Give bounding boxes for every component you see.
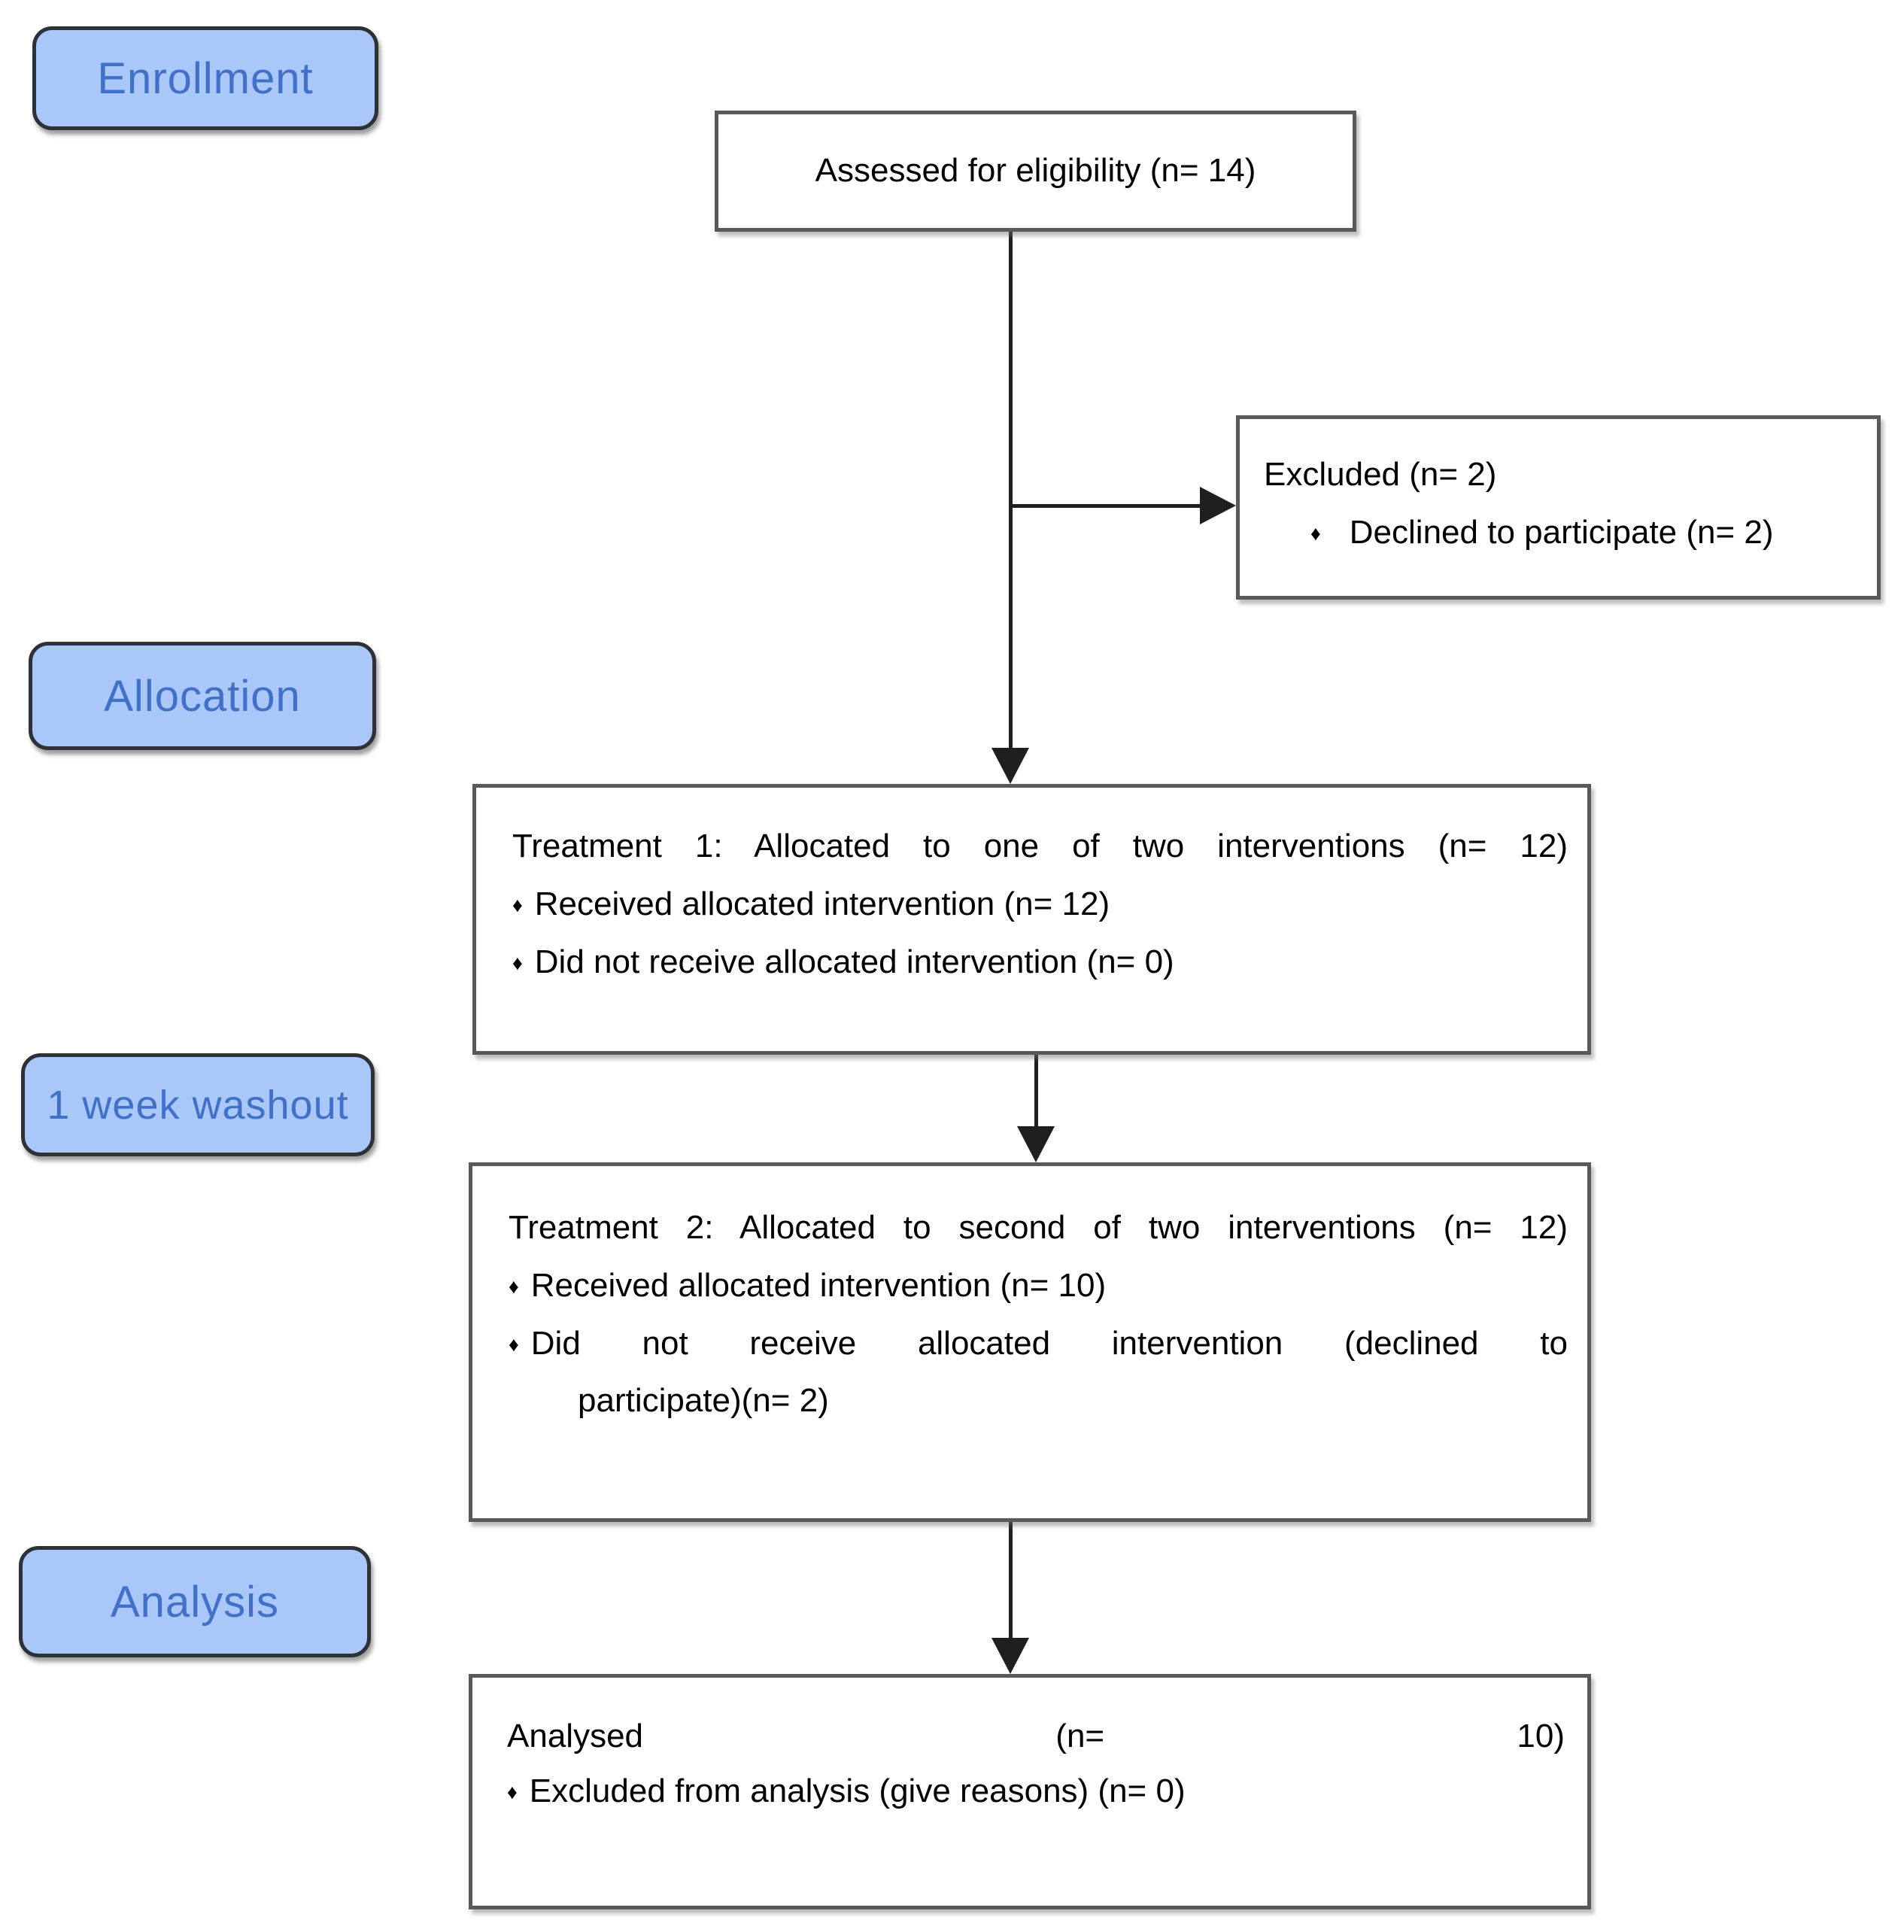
diamond-bullet-icon: ♦ — [1310, 521, 1321, 545]
arrowhead-down-treatment1 — [991, 748, 1029, 784]
treatment2-bullet-text: Received allocated intervention (n= 10) — [530, 1266, 1107, 1304]
analysed-word: 10) — [1517, 1718, 1565, 1754]
treatment2-bullet-not-received: ♦ Did not receive allocated intervention… — [509, 1324, 1568, 1364]
analysed-box: Analysed (n= 10) ♦ Excluded from analysi… — [469, 1674, 1591, 1909]
treatment1-bullet-text: Did not receive allocated intervention (… — [534, 943, 1174, 980]
word: not — [642, 1324, 688, 1362]
arrowhead-down-analysed — [991, 1638, 1029, 1674]
treatment1-title: Treatment 1: Allocated to one of two int… — [512, 828, 1568, 864]
word: intervention — [1111, 1324, 1283, 1362]
word: receive — [749, 1324, 857, 1362]
diamond-bullet-icon: ♦ — [509, 1332, 519, 1356]
excluded-bullet-text: Declined to participate (n= 2) — [1349, 513, 1774, 551]
treatment1-bullet-received: ♦ Received allocated intervention (n= 12… — [512, 885, 1568, 925]
assessed-for-eligibility-box: Assessed for eligibility (n= 14) — [715, 111, 1356, 232]
excluded-title: Excluded (n= 2) — [1264, 456, 1497, 493]
connector-assessed-to-treatment1 — [1009, 232, 1013, 751]
treatment2-bullet-received: ♦ Received allocated intervention (n= 10… — [509, 1266, 1568, 1306]
stage-label-analysis: Analysis — [19, 1546, 371, 1657]
diamond-bullet-icon: ♦ — [509, 1274, 519, 1298]
assessed-text: Assessed for eligibility (n= 14) — [815, 152, 1256, 190]
word: allocated — [917, 1324, 1051, 1362]
analysed-title-justified: Analysed (n= 10) — [507, 1717, 1565, 1757]
diamond-bullet-icon: ♦ — [507, 1780, 518, 1803]
excluded-box: Excluded (n= 2) ♦ Declined to participat… — [1236, 415, 1881, 600]
analysed-bullet-text: Excluded from analysis (give reasons) (n… — [529, 1772, 1186, 1809]
excluded-bullet-declined: ♦ Declined to participate (n= 2) — [1264, 513, 1862, 553]
diamond-bullet-icon: ♦ — [512, 951, 523, 974]
arrowhead-down-treatment2 — [1017, 1126, 1055, 1162]
connector-treatment2-to-analysed — [1009, 1522, 1013, 1641]
stage-label-allocation: Allocation — [29, 642, 376, 750]
analysed-word: (n= — [1055, 1718, 1105, 1754]
stage-label-washout: 1 week washout — [21, 1053, 375, 1156]
word: to — [1540, 1324, 1568, 1362]
arrowhead-right-excluded — [1200, 487, 1236, 524]
stage-label-enrollment: Enrollment — [32, 26, 378, 130]
treatment1-box: Treatment 1: Allocated to one of two int… — [472, 784, 1591, 1055]
diamond-bullet-icon: ♦ — [512, 893, 523, 916]
treatment2-title: Treatment 2: Allocated to second of two … — [509, 1209, 1568, 1246]
analysed-bullet-excluded: ♦ Excluded from analysis (give reasons) … — [507, 1772, 1565, 1812]
treatment2-bullet-continuation: participate)(n= 2) — [578, 1382, 829, 1420]
word: Did — [530, 1324, 581, 1362]
treatment1-bullet-not-received: ♦ Did not receive allocated intervention… — [512, 943, 1568, 983]
analysed-word: Analysed — [507, 1718, 644, 1754]
treatment2-box: Treatment 2: Allocated to second of two … — [469, 1162, 1591, 1522]
word: (declined — [1344, 1324, 1479, 1362]
connector-to-excluded — [1010, 504, 1203, 508]
connector-treatment1-to-treatment2 — [1034, 1055, 1038, 1129]
treatment2-bullet-justified-text: Did not receive allocated intervention (… — [531, 1324, 1568, 1364]
treatment1-bullet-text: Received allocated intervention (n= 12) — [534, 885, 1110, 922]
